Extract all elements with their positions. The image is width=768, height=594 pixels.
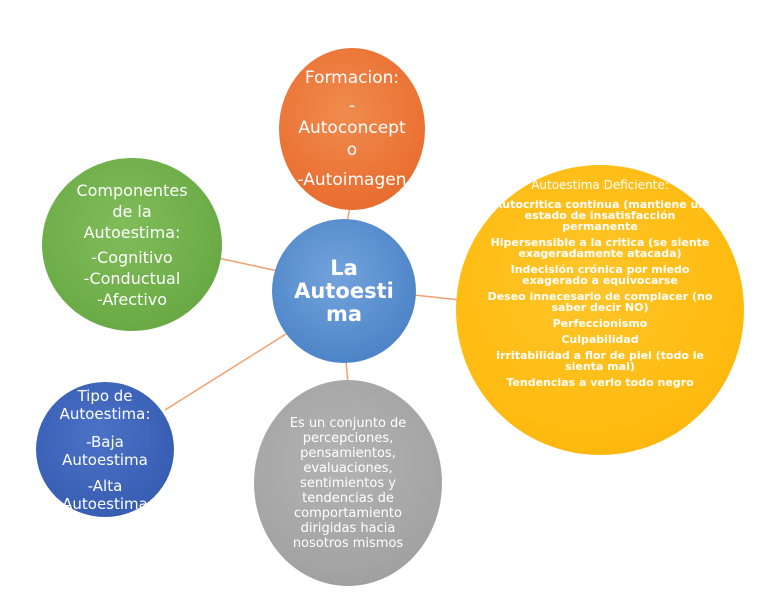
tipo-title-1: Tipo de bbox=[77, 386, 133, 405]
formacion-line-4: o bbox=[346, 140, 358, 160]
tipo-node: Tipo de Autoestima: -Baja Autoestima -Al… bbox=[36, 382, 174, 517]
center-line-2: Autoesti bbox=[294, 278, 394, 303]
center-node: La Autoesti ma bbox=[272, 219, 416, 363]
componentes-node: Componentes de la Autoestima: -Cognitivo… bbox=[42, 158, 222, 331]
deficiente-item: Deseo innecesario de complacer (no saber… bbox=[487, 290, 713, 314]
definicion-node: Es un conjunto de percepciones, pensamie… bbox=[254, 380, 442, 586]
deficiente-item: Irritabilidad a flor de piel (todo le si… bbox=[495, 349, 704, 373]
formacion-node: Formacion: - Autoconcept o -Autoimagen bbox=[279, 48, 425, 210]
componentes-list: -Cognitivo -Conductual -Afectivo bbox=[84, 247, 181, 310]
deficiente-title: Autoestima Deficiente: bbox=[531, 178, 669, 192]
tipo-list: -Baja Autoestima -Alta Autoestima bbox=[62, 433, 148, 513]
componentes-item: -Conductual bbox=[83, 268, 181, 288]
connector-deficiente bbox=[413, 294, 461, 301]
componentes-title-2: de la bbox=[112, 201, 152, 221]
tipo-item: -Alta Autoestima bbox=[62, 476, 148, 513]
deficiente-item: Tendencias a verlo todo negro bbox=[506, 376, 694, 389]
tipo-item: -Baja Autoestima bbox=[62, 432, 148, 469]
formacion-line-2: - bbox=[348, 96, 356, 116]
center-line-1: La bbox=[330, 255, 358, 280]
center-line-3: ma bbox=[325, 301, 363, 326]
componentes-item: -Cognitivo bbox=[91, 247, 173, 267]
connector-componentes bbox=[217, 257, 279, 272]
deficiente-item: Autocritica continua (mantiene un estado… bbox=[493, 198, 707, 233]
deficiente-item: Hipersensible a la critica (se siente ex… bbox=[490, 236, 710, 260]
componentes-title-3: Autoestima: bbox=[83, 222, 181, 242]
tipo-title-2: Autoestima: bbox=[59, 404, 151, 423]
connector-definicion bbox=[345, 361, 349, 383]
componentes-item: -Afectivo bbox=[96, 289, 168, 309]
deficiente-item: Indecisión crónica por miedo exagerado a… bbox=[510, 263, 690, 287]
deficiente-node: Autoestima Deficiente: Autocritica conti… bbox=[456, 165, 744, 455]
formacion-line-3: Autoconcept bbox=[298, 118, 406, 138]
definicion-text: Es un conjunto de percepciones, pensamie… bbox=[289, 415, 407, 551]
formacion-title: Formacion: bbox=[304, 68, 400, 88]
formacion-line-5: -Autoimagen bbox=[297, 170, 407, 190]
componentes-title-1: Componentes bbox=[76, 180, 188, 200]
deficiente-item: Culpabilidad bbox=[561, 333, 639, 346]
deficiente-item: Perfeccionismo bbox=[552, 317, 648, 330]
connector-tipo bbox=[164, 333, 287, 411]
